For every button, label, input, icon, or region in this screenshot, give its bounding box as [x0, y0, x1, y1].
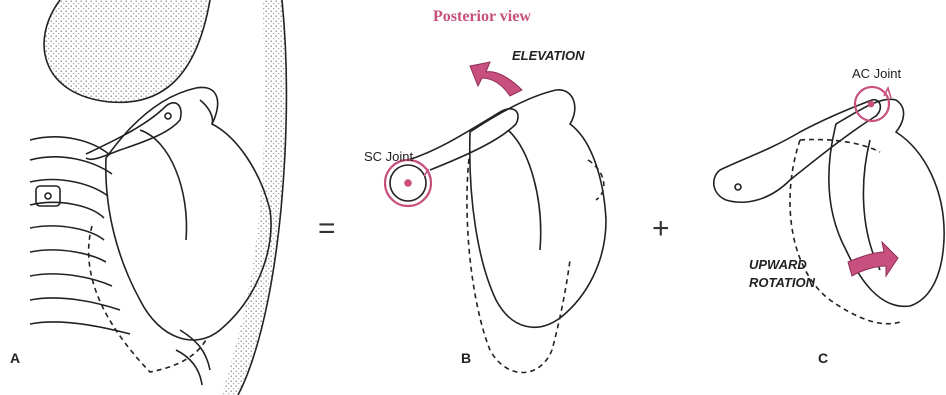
figure-title: Posterior view: [433, 8, 531, 26]
panel-a-drawing: [30, 0, 286, 395]
upward-rotation-line-2: ROTATION: [749, 274, 815, 292]
upward-rotation-line-1: UPWARD: [749, 256, 815, 274]
elevation-arrow: [470, 62, 522, 96]
panel-b-drawing: [385, 90, 606, 373]
upward-rotation-arrow: [848, 242, 898, 276]
upward-rotation-label: UPWARD ROTATION: [749, 256, 815, 292]
plus-sign: +: [652, 212, 670, 246]
ac-joint-label: AC Joint: [852, 66, 901, 81]
panel-c-label: C: [818, 350, 828, 366]
equals-sign: =: [318, 212, 336, 246]
panel-a-label: A: [10, 350, 20, 366]
elevation-label: ELEVATION: [512, 48, 584, 63]
sc-joint-label: SC Joint: [364, 149, 413, 164]
panel-b-label: B: [461, 350, 471, 366]
